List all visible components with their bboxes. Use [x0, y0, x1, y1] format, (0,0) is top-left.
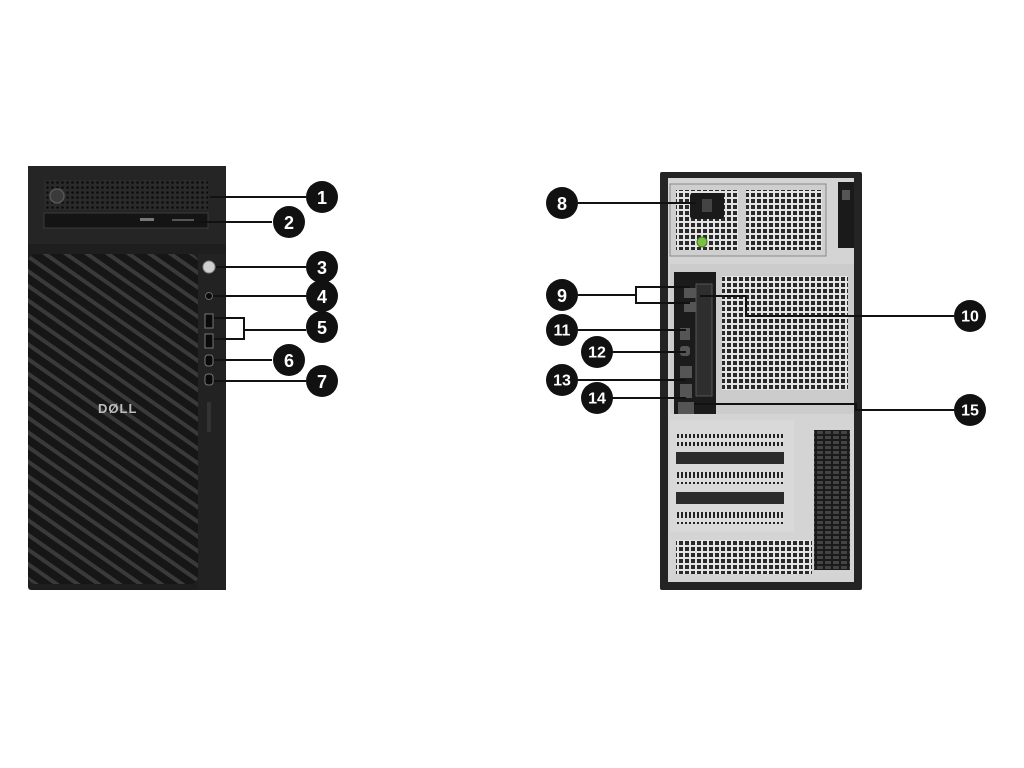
front-sd-slot	[207, 402, 211, 432]
callout-number: 5	[317, 318, 327, 338]
power-button-icon	[202, 260, 216, 274]
front-mesh-panel	[28, 254, 198, 584]
optical-drive-eject	[140, 218, 154, 221]
callout-circle	[546, 279, 578, 311]
callout-badge: 13	[546, 364, 578, 396]
rear-usb-a-port	[680, 328, 690, 340]
rear-serial-port	[684, 302, 698, 312]
rear-ethernet-port	[678, 402, 694, 414]
front-leader-lines	[194, 196, 306, 382]
callout-circle	[273, 344, 305, 376]
callout-number: 12	[588, 345, 606, 362]
callout-number: 8	[557, 194, 567, 214]
callout-circle	[273, 206, 305, 238]
rear-audio-port	[680, 366, 692, 378]
bottom-vent	[676, 540, 812, 574]
callout-circle	[581, 336, 613, 368]
psu-led-icon	[696, 236, 708, 248]
callout-badge: 14	[581, 382, 613, 414]
side-vent	[814, 430, 850, 570]
optical-drive-slot	[172, 219, 194, 221]
callout-badge: 5	[306, 311, 338, 343]
rear-view	[660, 172, 862, 590]
callout-circle	[306, 251, 338, 283]
pcie-slot-3	[676, 472, 784, 484]
callout-badge: 8	[546, 187, 578, 219]
front-top-vent-screw-icon	[49, 188, 65, 204]
callout-number: 15	[961, 403, 979, 420]
callout-badge: 7	[306, 365, 338, 397]
headset-jack-icon	[205, 292, 213, 300]
callout-circle	[581, 382, 613, 414]
callout-circle	[954, 394, 986, 426]
callout-circle	[306, 181, 338, 213]
rear-expansion-module	[695, 283, 713, 397]
callout-badge: 6	[273, 344, 305, 376]
callout-number: 9	[557, 286, 567, 306]
rear-usb-stack	[680, 384, 692, 398]
callout-badge: 12	[581, 336, 613, 368]
callout-number: 7	[317, 372, 327, 392]
callout-number: 6	[284, 351, 294, 371]
pcie-slot-5	[676, 512, 784, 524]
front-usb-a-port-1	[204, 313, 214, 329]
front-usb-c-port-2	[204, 373, 214, 386]
callout-number: 13	[553, 373, 571, 390]
callout-number: 1	[317, 188, 327, 208]
callout-circle	[546, 187, 578, 219]
dell-logo: DØLL	[98, 401, 137, 416]
callout-badge: 3	[306, 251, 338, 283]
rear-fan-grille	[722, 276, 848, 390]
callout-number: 3	[317, 258, 327, 278]
pcie-slot-1	[676, 434, 784, 446]
callout-badge: 11	[546, 314, 578, 346]
callout-circle	[546, 364, 578, 396]
callout-number: 2	[284, 213, 294, 233]
front-usb-a-port-2	[204, 333, 214, 349]
power-connector-pins	[702, 199, 712, 212]
front-io-strip	[198, 254, 226, 590]
callout-number: 4	[317, 287, 327, 307]
pcie-slot-4	[676, 492, 784, 504]
rear-displayport	[684, 288, 698, 298]
front-view: DØLL	[28, 166, 226, 590]
callout-badge: 15	[954, 394, 986, 426]
callout-circle	[546, 314, 578, 346]
callout-number: 10	[961, 309, 979, 326]
front-top-vent	[44, 180, 208, 210]
callout-circle	[306, 365, 338, 397]
callout-badge: 10	[954, 300, 986, 332]
callout-badge: 2	[273, 206, 305, 238]
callout-circle	[306, 311, 338, 343]
callout-circle	[306, 280, 338, 312]
padlock-loop-hole	[842, 190, 850, 200]
callout-number: 14	[588, 391, 606, 408]
rear-leader-lines	[578, 202, 954, 411]
callout-number: 11	[554, 323, 571, 340]
optical-drive-bay	[43, 212, 209, 229]
front-usb-c-port-1	[204, 354, 214, 367]
psu-vent-right	[746, 190, 822, 250]
callout-badge: 1	[306, 181, 338, 213]
callout-circle	[954, 300, 986, 332]
pcie-slot-2	[676, 452, 784, 464]
callout-badge: 4	[306, 280, 338, 312]
callout-badge: 9	[546, 279, 578, 311]
